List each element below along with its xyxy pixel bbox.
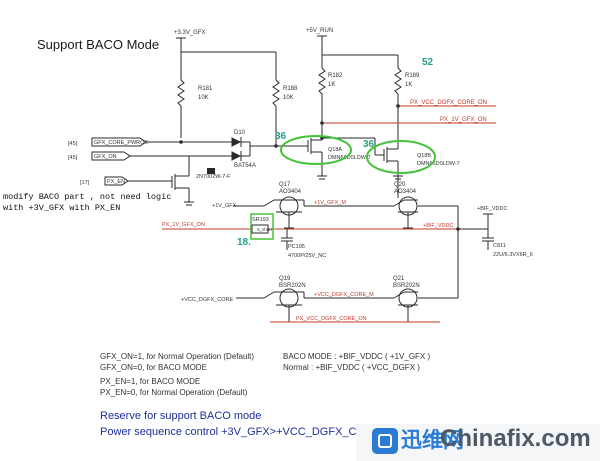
gfx-on-label: GFX_ON bbox=[94, 154, 117, 160]
annotation-36b: 36 bbox=[363, 139, 375, 150]
watermark-en: Chinafix.com bbox=[440, 425, 591, 452]
r182-val: 1K bbox=[328, 82, 335, 88]
port-px-en: [17] PX_EN bbox=[80, 176, 172, 186]
bif-vddc-net-label: +BIF_VDDC bbox=[423, 223, 453, 229]
resistor-r188 bbox=[272, 79, 280, 146]
q21-ref: Q21 bbox=[393, 276, 405, 282]
resistor-r182 bbox=[318, 67, 326, 138]
gfx-core-pwrok-label: GFX_CORE_PWROK bbox=[94, 140, 148, 146]
vcc-dgfx-core-label: +VCC_DGFX_CORE bbox=[181, 297, 233, 303]
fet-px-en-marker bbox=[207, 168, 215, 174]
resistor-sr193: SR193 0_short bbox=[250, 213, 274, 240]
annotation-18: 18. bbox=[237, 237, 251, 248]
r181-val: 10K bbox=[198, 95, 209, 101]
highlight-q18b bbox=[366, 140, 436, 174]
q17-ref: Q17 bbox=[279, 182, 291, 188]
sr193-ref: SR193 bbox=[252, 217, 269, 223]
r189-val: 1K bbox=[405, 82, 412, 88]
r188-val: 10K bbox=[283, 95, 294, 101]
net-px-1v-gfx-on-top: PX_1V_GFX_ON bbox=[320, 117, 496, 125]
q20-ref: Q20 bbox=[394, 182, 406, 188]
fet-q17 bbox=[233, 196, 394, 229]
fet-px-en-part: 2N7002W-7-F bbox=[196, 174, 231, 180]
fet-q19 bbox=[236, 288, 394, 322]
rail-3v3-gfx bbox=[176, 37, 277, 80]
note-normal: Normal : +BIF_VDDC ( +VCC_DGFX ) bbox=[283, 363, 420, 372]
resistor-r189 bbox=[394, 67, 402, 145]
px-1v-gfx-on-left-label: PX_1V_GFX_ON bbox=[162, 222, 205, 228]
rail-3v3-gfx-label: +3.3V_GFX bbox=[174, 30, 206, 36]
r182-ref: R182 bbox=[328, 73, 343, 79]
fet-q20 bbox=[393, 176, 458, 229]
px-vcc-dgfx-core-on-bottom-label: PX_VCC_DGFX_CORE_ON bbox=[296, 316, 367, 322]
fet-q21 bbox=[393, 288, 458, 322]
junction-bif bbox=[456, 227, 460, 231]
q19-ref: Q19 bbox=[279, 276, 291, 282]
r189-ref: R189 bbox=[405, 73, 420, 79]
note-gfx-on1: GFX_ON=1, for Normal Operation (Default) bbox=[100, 352, 255, 361]
q21-part: BSR202N bbox=[393, 283, 420, 289]
net-px-vcc-dgfx-core-on-bottom: PX_VCC_DGFX_CORE_ON bbox=[270, 316, 440, 323]
sr193-val: 0_short bbox=[257, 227, 273, 232]
px-vcc-dgfx-core-on-label: PX_VCC_DGFX_CORE_ON bbox=[410, 100, 487, 106]
note-px-en1: PX_EN=1, for BACO MODE bbox=[100, 377, 201, 386]
q19-part: BSR202N bbox=[279, 283, 306, 289]
pc195-val: 4700P/25V_NC bbox=[288, 253, 326, 259]
annotation-52: 52 bbox=[422, 57, 434, 68]
q18b-part: DMN66D0LDW-7 bbox=[417, 161, 460, 167]
net-px-1v-gfx-on-left: PX_1V_GFX_ON +BIF_VDDC bbox=[162, 222, 458, 230]
v1-gfx-label: +1V_GFX bbox=[212, 203, 237, 209]
c811-val: 22U/6.3VX6R_6 bbox=[493, 252, 533, 258]
vcc-dgfx-core-m-label: +VCC_DGFX_CORE_M bbox=[314, 292, 374, 298]
footer-line2: Power sequence control +3V_GFX>+VCC_DGFX… bbox=[100, 426, 381, 438]
v1-gfx-m-label: +1V_GFX_M bbox=[314, 200, 346, 206]
port-gfx-on: [45] GFX_ON bbox=[68, 151, 232, 161]
q18b-ref: Q18B bbox=[417, 153, 431, 159]
fet-q18a bbox=[300, 138, 327, 180]
d10-ref: D10 bbox=[234, 130, 246, 136]
note-gfx-on0: GFX_ON=0, for BACO MODE bbox=[100, 363, 207, 372]
d10-part: BAT54A bbox=[234, 163, 256, 169]
chinafix-logo-icon bbox=[372, 428, 398, 454]
fet-px-en bbox=[171, 156, 194, 206]
rail-5v-run-label: +5V_RUN bbox=[306, 28, 333, 34]
q20-part: AO3404 bbox=[394, 189, 417, 195]
highlight-q18a bbox=[280, 135, 352, 165]
q18a-part: DMN66D0LDW-7 bbox=[328, 155, 371, 161]
px-en-label: PX_EN bbox=[107, 179, 125, 185]
modify-note-line2: with +3V_GFX with PX_EN bbox=[3, 203, 121, 213]
r181-ref: R181 bbox=[198, 86, 213, 92]
junction-pwrok bbox=[179, 140, 183, 144]
rail-5v-run bbox=[317, 35, 399, 68]
footer-line1: Reserve for support BACO mode bbox=[100, 410, 262, 422]
ref45b: [45] bbox=[68, 155, 78, 161]
px-1v-gfx-on-label: PX_1V_GFX_ON bbox=[440, 117, 487, 123]
rail-bif-vddc bbox=[457, 206, 494, 298]
note-baco-mode: BACO MODE : +BIF_VDDC ( +1V_GFX ) bbox=[283, 352, 431, 361]
annotation-36a: 36 bbox=[275, 131, 287, 142]
modify-note-line1: modify BACO part , not need logic bbox=[3, 192, 172, 202]
page-title: Support BACO Mode bbox=[37, 37, 160, 52]
pc195-ref: PC195 bbox=[288, 244, 305, 250]
resistor-r181 bbox=[177, 79, 185, 138]
bif-vddc-rail-label: +BIF_VDDC bbox=[477, 206, 507, 212]
port-gfx-core-pwrok: [45] GFX_CORE_PWROK bbox=[68, 137, 232, 147]
c811-ref: C811 bbox=[493, 243, 506, 249]
ref17: [17] bbox=[80, 180, 90, 186]
net-px-vcc-dgfx-core-on-top: PX_VCC_DGFX_CORE_ON bbox=[396, 100, 496, 108]
junction-d10 bbox=[274, 144, 278, 148]
cap-pc195 bbox=[281, 229, 293, 250]
watermark-cn: 迅维网 bbox=[401, 429, 464, 452]
r188-ref: R188 bbox=[283, 86, 298, 92]
note-px-en0: PX_EN=0, for Normal Operation (Default) bbox=[100, 388, 248, 397]
ref45a: [45] bbox=[68, 141, 78, 147]
q18a-ref: Q18A bbox=[328, 147, 342, 153]
q17-part: AO3404 bbox=[279, 189, 302, 195]
